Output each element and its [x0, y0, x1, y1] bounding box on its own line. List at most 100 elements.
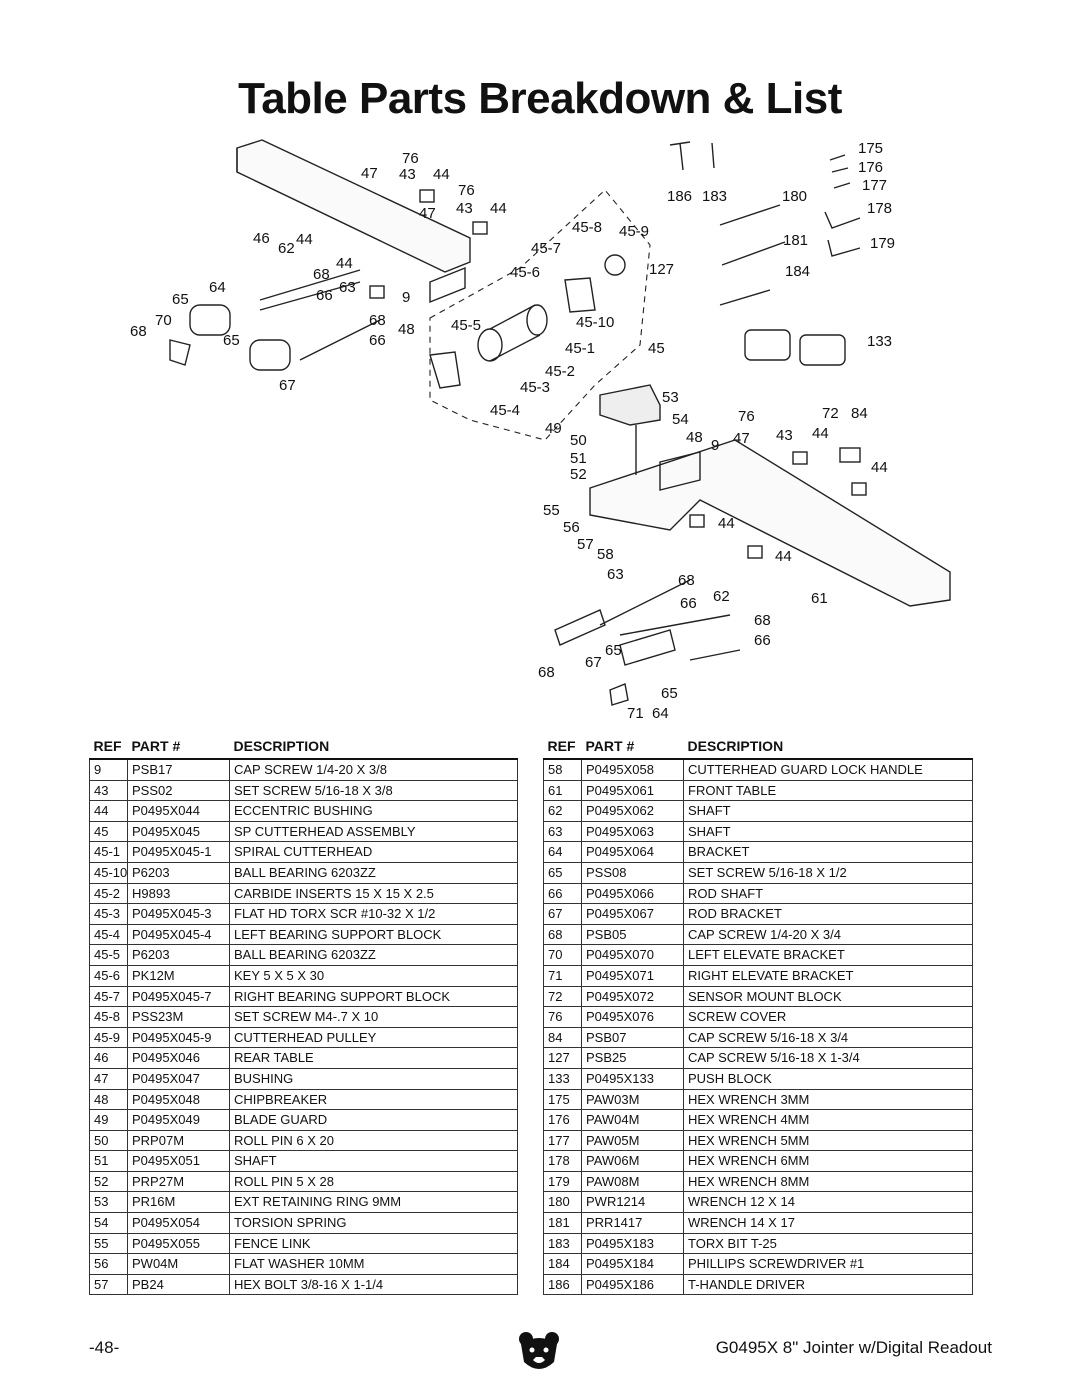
description-cell: BRACKET	[683, 841, 973, 863]
ref-cell: 181	[543, 1212, 582, 1234]
ref-cell: 43	[89, 779, 128, 802]
description-cell: ECCENTRIC BUSHING	[229, 800, 518, 822]
callout-label: 44	[812, 425, 829, 442]
part-number-cell: PK12M	[127, 964, 230, 987]
callout-label: 63	[607, 566, 624, 583]
ref-cell: 61	[543, 779, 582, 802]
description-column-header: DESCRIPTION	[233, 738, 330, 754]
ref-cell: 66	[543, 882, 582, 905]
ref-cell: 46	[89, 1047, 128, 1069]
callout-label: 54	[672, 411, 689, 428]
callout-label: 68	[754, 612, 771, 629]
part-number-cell: PAW03M	[581, 1088, 684, 1111]
description-cell: BLADE GUARD	[229, 1109, 518, 1131]
description-cell: FLAT WASHER 10MM	[229, 1253, 518, 1275]
ref-cell: 57	[89, 1273, 128, 1296]
description-cell: FRONT TABLE	[683, 779, 973, 802]
callout-label: 45-1	[565, 340, 595, 357]
part-number-cell: P0495X048	[127, 1088, 230, 1111]
callout-label: 45-10	[576, 314, 614, 331]
part-number-cell: P0495X067	[581, 903, 684, 925]
callout-label: 179	[870, 235, 895, 252]
callout-label: 76	[402, 150, 419, 167]
table-header-row: REF PART # DESCRIPTION	[544, 734, 973, 759]
part-number-cell: P0495X049	[127, 1109, 230, 1131]
description-cell: CUTTERHEAD PULLEY	[229, 1026, 518, 1049]
callout-label: 66	[369, 332, 386, 349]
part-number-cell: P0495X070	[581, 944, 684, 966]
description-cell: ROD SHAFT	[683, 882, 973, 905]
callout-label: 183	[702, 188, 727, 205]
part-column-header: PART #	[585, 738, 635, 754]
description-cell: CAP SCREW 1/4-20 X 3/8	[229, 757, 518, 781]
callout-label: 43	[456, 200, 473, 217]
callout-label: 47	[419, 205, 436, 222]
part-number-cell: P0495X045	[127, 820, 230, 843]
part-number-cell: P0495X184	[581, 1253, 684, 1275]
callout-label: 47	[733, 430, 750, 447]
callout-label: 43	[776, 427, 793, 444]
description-cell: SET SCREW 5/16-18 X 3/8	[229, 779, 518, 802]
callout-label: 64	[652, 705, 669, 722]
part-number-cell: P0495X062	[581, 800, 684, 822]
ref-cell: 45-8	[89, 1006, 128, 1028]
callout-label: 177	[862, 177, 887, 194]
part-number-cell: PSS23M	[127, 1006, 230, 1028]
callout-label: 176	[858, 159, 883, 176]
part-number-cell: PSB05	[581, 923, 684, 946]
ref-cell: 52	[89, 1170, 128, 1193]
description-cell: LEFT ELEVATE BRACKET	[683, 944, 973, 966]
ref-cell: 64	[543, 841, 582, 863]
callout-label: 62	[278, 240, 295, 257]
callout-label: 49	[545, 420, 562, 437]
manual-title: G0495X 8" Jointer w/Digital Readout	[715, 1338, 992, 1357]
part-number-cell: P0495X045-4	[127, 923, 230, 946]
ref-cell: 76	[543, 1006, 582, 1028]
ref-cell: 56	[89, 1253, 128, 1275]
part-column-header: PART #	[131, 738, 181, 754]
description-cell: HEX WRENCH 8MM	[683, 1170, 973, 1193]
callout-label: 186	[667, 188, 692, 205]
part-number-cell: P0495X186	[581, 1273, 684, 1296]
description-cell: CUTTERHEAD GUARD LOCK HANDLE	[683, 757, 973, 781]
part-number-cell: P6203	[127, 944, 230, 966]
description-cell: ROLL PIN 5 X 28	[229, 1170, 518, 1193]
callout-label: 72	[822, 405, 839, 422]
part-number-cell: P0495X045-3	[127, 903, 230, 925]
callout-label: 45-5	[451, 317, 481, 334]
callout-label: 44	[718, 515, 735, 532]
description-cell: CAP SCREW 5/16-18 X 1-3/4	[683, 1047, 973, 1069]
part-number-cell: PSB17	[127, 757, 230, 781]
callout-label: 44	[296, 231, 313, 248]
part-number-cell: PRR1417	[581, 1212, 684, 1234]
callout-label: 76	[738, 408, 755, 425]
part-number-cell: PSB07	[581, 1026, 684, 1049]
ref-cell: 175	[543, 1088, 582, 1111]
part-number-cell: PRP07M	[127, 1129, 230, 1152]
description-cell: PUSH BLOCK	[683, 1067, 973, 1090]
ref-cell: 62	[543, 800, 582, 822]
part-number-cell: P0495X054	[127, 1212, 230, 1234]
part-number-cell: P0495X061	[581, 779, 684, 802]
part-number-cell: P0495X071	[581, 964, 684, 987]
callout-label: 48	[398, 321, 415, 338]
callout-label: 67	[279, 377, 296, 394]
ref-column-header: REF	[547, 738, 576, 754]
ref-cell: 65	[543, 861, 582, 884]
callout-label: 66	[754, 632, 771, 649]
callout-label: 51	[570, 450, 587, 467]
callout-label: 45	[648, 340, 665, 357]
